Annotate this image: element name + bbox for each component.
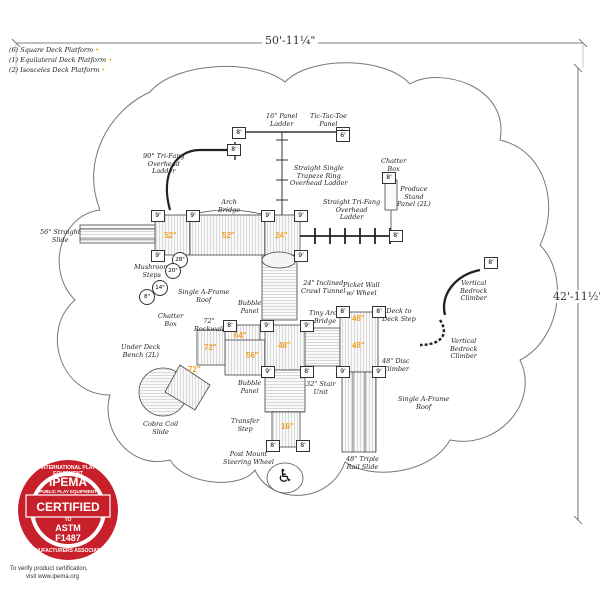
label-trifang-90: 90° Tri-Fang Overhead Ladder xyxy=(143,152,185,175)
mushroom-step: 14" xyxy=(152,280,168,296)
post-marker: 9' xyxy=(151,210,165,222)
post-marker: 8' xyxy=(232,127,246,139)
platform-label: 64" xyxy=(234,331,247,340)
label-post-mount-wheel: Post Mount Steering Wheel xyxy=(223,450,274,466)
post-marker: 8' xyxy=(223,320,237,332)
seal-subtitle: PUBLIC PLAY EQUIPMENT xyxy=(39,489,97,494)
legend-isosceles: (2) Isosceles Deck Platform• xyxy=(9,66,106,74)
label-vertical-climber-bottom: Vertical Bedrock Climber xyxy=(450,337,478,360)
label-bubble-top: Bubble Panel xyxy=(238,299,262,315)
post-marker: 9' xyxy=(186,210,200,222)
post-marker: 9' xyxy=(294,250,308,262)
post-marker: 8' xyxy=(382,172,396,184)
certification-link[interactable]: visit www.ipema.org xyxy=(26,574,80,580)
seal-astm: ASTM xyxy=(55,523,81,533)
post-marker: 9' xyxy=(260,320,274,332)
label-aframe-right: Single A-Frame Roof xyxy=(398,395,450,411)
label-straight-slide: 56" Straight Slide xyxy=(40,228,81,244)
platform-label: 72" xyxy=(204,343,217,352)
cobra-slide xyxy=(138,364,211,417)
triple-rail-slide xyxy=(341,371,377,453)
bedrock-climber xyxy=(419,268,481,347)
post-marker: 6' xyxy=(336,130,350,142)
post-marker: 9' xyxy=(261,366,275,378)
label-transfer-step: Transfer Step xyxy=(231,417,260,433)
label-stair-unit: 32" Stair Unit xyxy=(306,380,336,396)
post-marker: 9' xyxy=(300,320,314,332)
label-produce-stand: Produce Stand Panel (2L) xyxy=(397,185,431,208)
accessible-zone xyxy=(266,462,304,494)
height-dimension: 42'-11½" xyxy=(553,290,600,303)
mushroom-step: 8" xyxy=(139,289,155,305)
post-marker: 9' xyxy=(372,366,386,378)
use-zone-outline xyxy=(57,62,558,496)
width-dimension: 50'-11¼" xyxy=(262,34,319,47)
post-marker: 8' xyxy=(300,366,314,378)
platform-label: 52" xyxy=(164,231,177,240)
seal-ipema: IPEMA xyxy=(48,475,87,489)
mushroom-step: 20" xyxy=(165,263,181,279)
label-deck-to-deck: Deck to Deck Step xyxy=(382,307,416,323)
label-tiny-arch: Tiny Arch Bridge xyxy=(309,309,341,325)
platform-label: 56" xyxy=(246,351,259,360)
seal-standard: F1487 xyxy=(55,533,81,543)
legend-equilateral: (1) Equilateral Deck Platform• xyxy=(9,56,113,64)
seal-ring-top: INTERNATIONAL PLAY EQUIPMENT xyxy=(40,465,96,477)
label-under-deck-bench: Under Deck Bench (2L) xyxy=(121,343,161,359)
label-bubble-bottom: Bubble Panel xyxy=(238,379,262,395)
middle-deck-row xyxy=(196,311,379,376)
label-trapeze: Straight Single Trapeze Ring Overhead La… xyxy=(290,164,348,187)
post-marker: 9' xyxy=(294,210,308,222)
seal-ring-bottom: MANUFACTURERS ASSOCIATION xyxy=(27,548,109,554)
label-picket-wall: Picket Wall w/ Wheel xyxy=(343,281,380,297)
post-marker: 8' xyxy=(227,144,241,156)
label-chatter-left: Chatter Box xyxy=(158,312,184,328)
post-marker: 8' xyxy=(389,230,403,242)
post-marker: 8' xyxy=(372,306,386,318)
crawl-tunnel xyxy=(261,251,298,321)
platform-label: 16" xyxy=(281,422,294,431)
trifang-straight xyxy=(300,228,395,244)
label-arch-bridge: Arch Bridge xyxy=(218,198,241,214)
label-disc-climber: 48" Disc Climber xyxy=(382,357,410,373)
certification-note: To verify product certification, xyxy=(10,566,88,572)
wheelchair-icon: ♿ xyxy=(277,466,294,487)
vertical-ladder xyxy=(276,132,288,215)
post-marker: 8' xyxy=(484,257,498,269)
platform-label: 48" xyxy=(278,341,291,350)
post-marker: 9' xyxy=(261,210,275,222)
label-trifang-straight: Straight Tri-Fang Overhead Ladder xyxy=(323,198,381,221)
legend-square: (6) Square Deck Platform• xyxy=(9,46,100,54)
straight-slide xyxy=(79,224,156,244)
label-mushroom-steps: Mushroom Steps xyxy=(134,263,170,279)
label-cobra-slide: Cobra Coil Slide xyxy=(143,420,179,436)
stair-and-transfer xyxy=(264,369,306,448)
platform-label: 72" xyxy=(188,365,201,374)
post-marker: 8' xyxy=(266,440,280,452)
label-triple-rail-slide: 48" Triple Rail Slide xyxy=(346,455,379,471)
post-marker: 9' xyxy=(336,366,350,378)
post-marker: 8' xyxy=(336,306,350,318)
platform-label: 48" xyxy=(352,341,365,350)
label-tic-tac-toe: Tic-Tac-Toe Panel xyxy=(310,112,347,128)
ipema-seal xyxy=(18,460,118,560)
label-panel-ladder: 16" Panel Ladder xyxy=(266,112,298,128)
label-vertical-climber-top: Vertical Bedrock Climber xyxy=(460,279,488,302)
post-marker: 9' xyxy=(151,250,165,262)
platform-label: 52" xyxy=(222,231,235,240)
seal-to: TO xyxy=(64,517,72,523)
label-inclined-crawl: 24" Inclined Crawl Tunnel xyxy=(301,279,346,295)
seal-certified: CERTIFIED xyxy=(36,500,100,514)
post-marker: 8' xyxy=(296,440,310,452)
platform-label: 48" xyxy=(352,314,365,323)
label-chatter-top: Chatter Box xyxy=(381,157,407,173)
produce-stand xyxy=(384,179,398,236)
label-rockwall: 72" Rockwall xyxy=(194,317,224,333)
platform-label: 24" xyxy=(275,231,288,240)
upper-deck-row xyxy=(154,209,301,256)
label-aframe-left: Single A-Frame Roof xyxy=(178,288,230,304)
